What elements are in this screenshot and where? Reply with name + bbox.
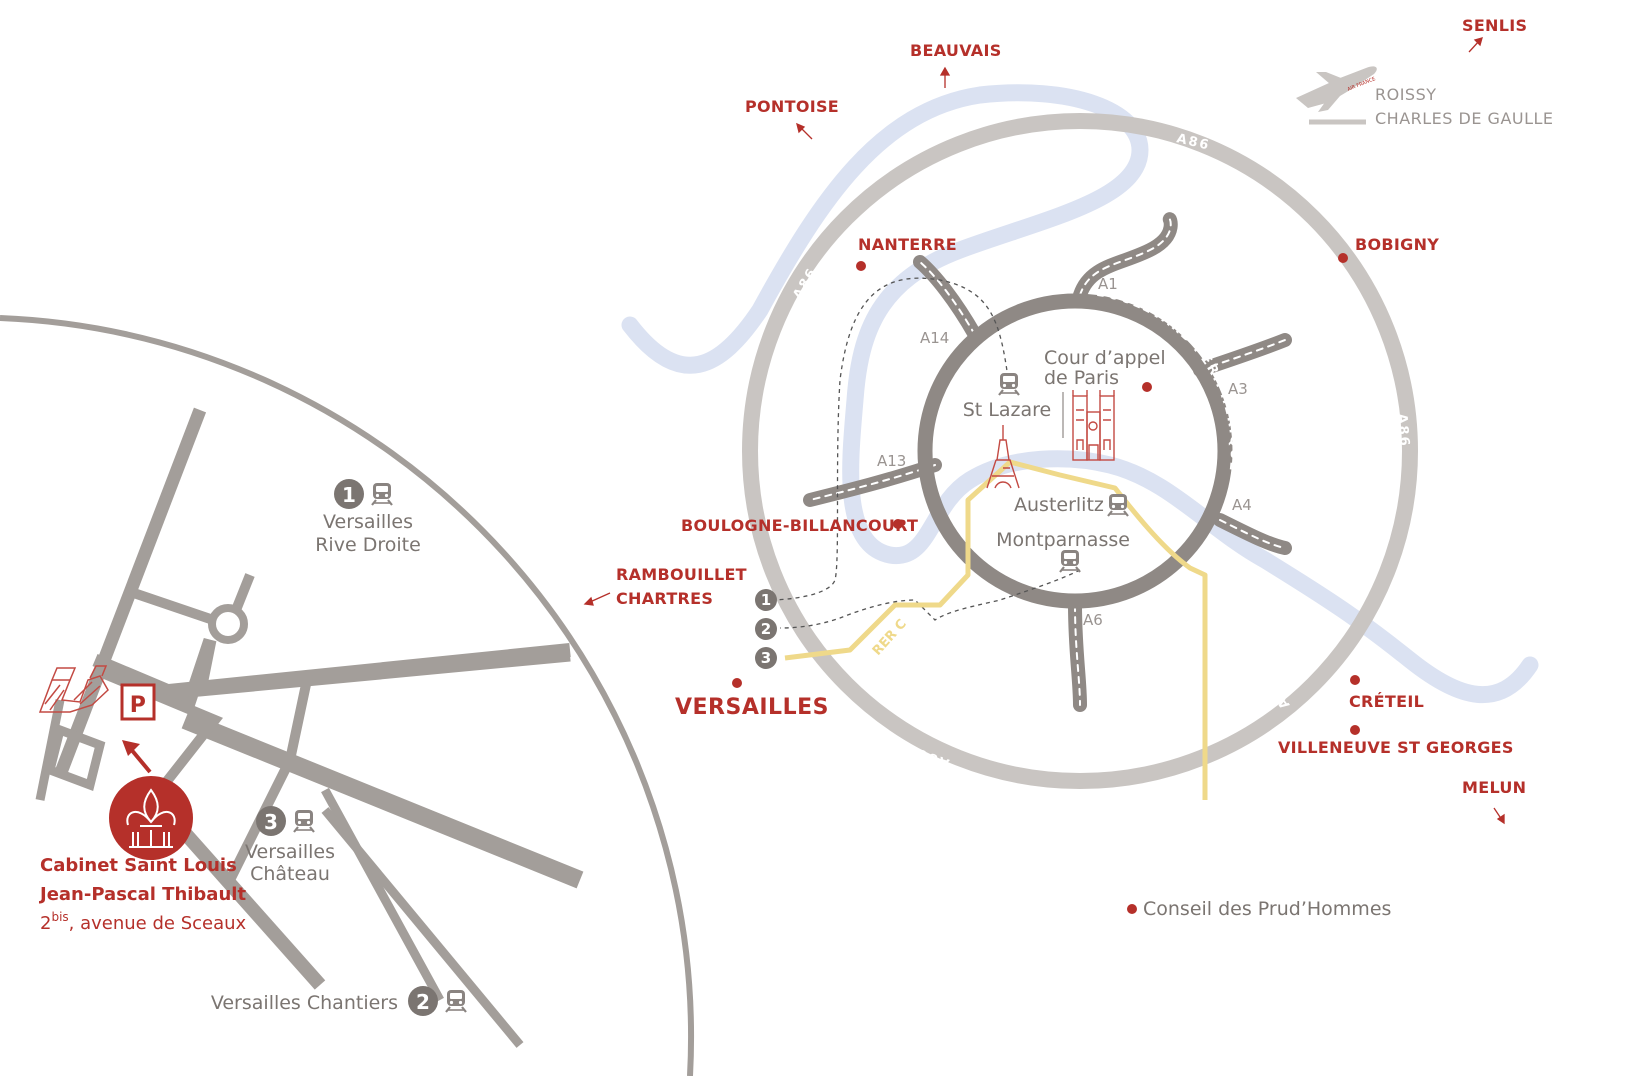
- line-2-badge: 2: [761, 620, 771, 638]
- line-1-badge: 1: [761, 591, 771, 609]
- line-3-badge: 3: [761, 649, 771, 667]
- city-rambouillet[interactable]: RAMBOUILLET: [616, 565, 747, 584]
- arrow-icon: [796, 122, 813, 140]
- a86-label: A86: [1175, 131, 1212, 153]
- rer-c-line: [784, 459, 1208, 800]
- train-icon: [444, 988, 468, 1014]
- a86-label: A86: [1261, 675, 1293, 712]
- train-lines: [769, 277, 1081, 629]
- a86-label: A86: [1394, 413, 1412, 448]
- station-chateau[interactable]: 3 Versailles Château: [245, 806, 335, 885]
- prudhommes-label: Conseil des Prud’Hommes: [1143, 898, 1391, 920]
- line-badges: 1 2 3: [755, 589, 777, 669]
- city-nanterre[interactable]: NANTERRE: [858, 235, 957, 254]
- arrow-icon: [1493, 807, 1505, 825]
- arrow-icon: [583, 592, 611, 606]
- city-versailles[interactable]: VERSAILLES: [675, 695, 829, 720]
- montparnasse-label: Montparnasse: [996, 529, 1130, 551]
- line-3-badge: 3: [264, 810, 278, 834]
- st-lazare-train-icon: [997, 371, 1021, 397]
- bobigny-dot: [1338, 253, 1348, 263]
- court-label-line2: de Paris: [1044, 367, 1119, 389]
- versailles-dot: [732, 678, 742, 688]
- train-icon: [370, 481, 394, 507]
- nanterre-dot: [856, 261, 866, 271]
- city-bobigny[interactable]: BOBIGNY: [1355, 235, 1439, 254]
- montparnasse-train-icon: [1058, 548, 1082, 574]
- creteil-dot: [1350, 675, 1360, 685]
- airport-label-line1: ROISSY: [1375, 85, 1437, 104]
- city-chartres[interactable]: CHARTRES: [616, 589, 713, 608]
- airplane-icon: AIR FRANCE: [1296, 66, 1377, 112]
- station-chantiers[interactable]: Versailles Chantiers 2: [211, 986, 468, 1016]
- city-creteil[interactable]: CRÉTEIL: [1349, 692, 1424, 711]
- eiffel-tower-icon: [986, 425, 1020, 489]
- city-pontoise[interactable]: PONTOISE: [745, 97, 839, 116]
- paris-region-map: A86 A86 A86 A86 A86: [621, 66, 1554, 920]
- airport-label-line2: CHARLES DE GAULLE: [1375, 109, 1554, 128]
- train-icon: [292, 808, 316, 834]
- line-2-badge: 2: [416, 990, 430, 1014]
- a3-label: A3: [1228, 380, 1248, 398]
- city-senlis[interactable]: SENLIS: [1462, 16, 1527, 35]
- austerlitz-label: Austerlitz: [1014, 494, 1104, 516]
- st-lazare-label: St Lazare: [963, 399, 1051, 421]
- city-boulogne[interactable]: BOULOGNE-BILLANCOURT: [681, 516, 918, 535]
- peripherique-ring: [917, 293, 1233, 609]
- station-label: Versailles Chantiers: [211, 992, 398, 1014]
- versailles-boundary-arc: [0, 315, 695, 1076]
- a13-label: A13: [877, 452, 906, 470]
- a1-label: A1: [1098, 275, 1118, 293]
- notre-dame-icon: [1072, 390, 1115, 461]
- city-villeneuve[interactable]: VILLENEUVE ST GEORGES: [1278, 738, 1514, 757]
- station-label: Versailles: [323, 511, 413, 533]
- court-dot: [1142, 382, 1152, 392]
- office-marker[interactable]: [109, 776, 193, 860]
- highways: [803, 212, 1292, 712]
- versailles-streets: [35, 407, 584, 1048]
- seine-river: [621, 84, 1539, 704]
- prudhommes-dot: [1127, 904, 1137, 914]
- parking-letter: P: [130, 693, 147, 718]
- arrow-icon: [1468, 37, 1483, 53]
- chateau-de-versailles-icon: [38, 665, 109, 713]
- court-label-line1: Cour d’appel: [1044, 347, 1166, 369]
- a4-label: A4: [1232, 496, 1252, 514]
- line-1-badge: 1: [342, 483, 356, 507]
- station-label: Versailles: [245, 841, 335, 863]
- office-name: Cabinet Saint Louis: [40, 855, 237, 876]
- a86-ring: [742, 113, 1418, 789]
- parking-arrow-icon: [122, 740, 152, 774]
- station-rive-droite[interactable]: 1 Versailles Rive Droite: [315, 479, 421, 556]
- office-address: 2bis, avenue de Sceaux: [40, 910, 247, 934]
- station-label: Rive Droite: [315, 534, 421, 556]
- boulogne-dot: [893, 519, 903, 529]
- villeneuve-dot: [1350, 725, 1360, 735]
- parking-sign: P: [120, 683, 156, 721]
- austerlitz-train-icon: [1106, 492, 1130, 518]
- city-melun[interactable]: MELUN: [1462, 778, 1526, 797]
- roundabout: [208, 604, 248, 644]
- station-label: Château: [250, 863, 330, 885]
- city-labels: SENLIS BEAUVAIS PONTOISE NANTERRE BOBIGN…: [583, 16, 1527, 825]
- a6-label: A6: [1083, 611, 1103, 629]
- city-beauvais[interactable]: BEAUVAIS: [910, 41, 1002, 60]
- office-person: Jean-Pascal Thibault: [38, 884, 246, 905]
- versailles-inset: P Cabinet Saint Louis Jean-Pascal Thibau…: [0, 315, 695, 1076]
- arrow-icon: [939, 66, 951, 88]
- a14-label: A14: [920, 329, 949, 347]
- fleur-de-lys-icon: [126, 788, 176, 848]
